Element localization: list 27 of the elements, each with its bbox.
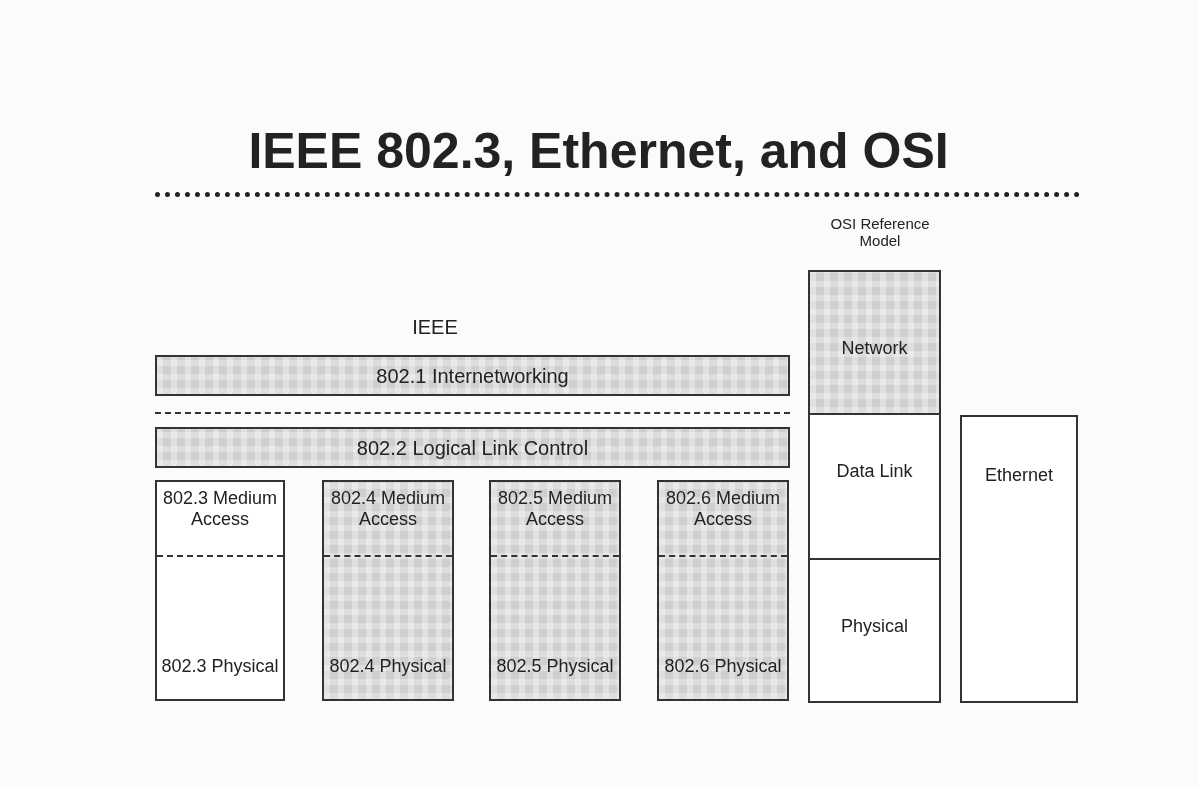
layer-box: [155, 480, 285, 701]
layer-label: 802.4 Medium Access: [329, 488, 447, 530]
layer-label: Data Link: [835, 461, 914, 482]
layer-label: 802.6 Medium Access: [664, 488, 782, 530]
layer-box: [489, 480, 621, 701]
title: IEEE 802.3, Ethernet, and OSI: [247, 122, 950, 180]
heading-label: IEEE: [411, 316, 459, 338]
layer-box: [322, 480, 454, 701]
layer-box: [808, 558, 941, 703]
layer-label: 802.1 Internetworking: [375, 366, 570, 387]
heading-label: OSI Reference Model: [829, 215, 931, 249]
layer-label: Physical: [840, 616, 909, 637]
layer-box: [155, 427, 790, 468]
layer-label: 802.3 Physical: [161, 656, 279, 677]
layer-box: [808, 270, 941, 415]
layer-box: [808, 413, 941, 560]
layer-label: 802.4 Physical: [328, 656, 448, 677]
layer-label: Network: [840, 338, 909, 359]
layer-label: 802.5 Physical: [495, 656, 615, 677]
layer-label: Ethernet: [983, 465, 1054, 486]
layer-label: 802.5 Medium Access: [496, 488, 614, 530]
layer-label: 802.6 Physical: [663, 656, 783, 677]
layer-label: 802.3 Medium Access: [161, 488, 279, 530]
layer-box: [657, 480, 789, 701]
layer-box: [960, 415, 1078, 703]
layer-box: [155, 355, 790, 396]
layer-label: 802.2 Logical Link Control: [355, 438, 590, 459]
